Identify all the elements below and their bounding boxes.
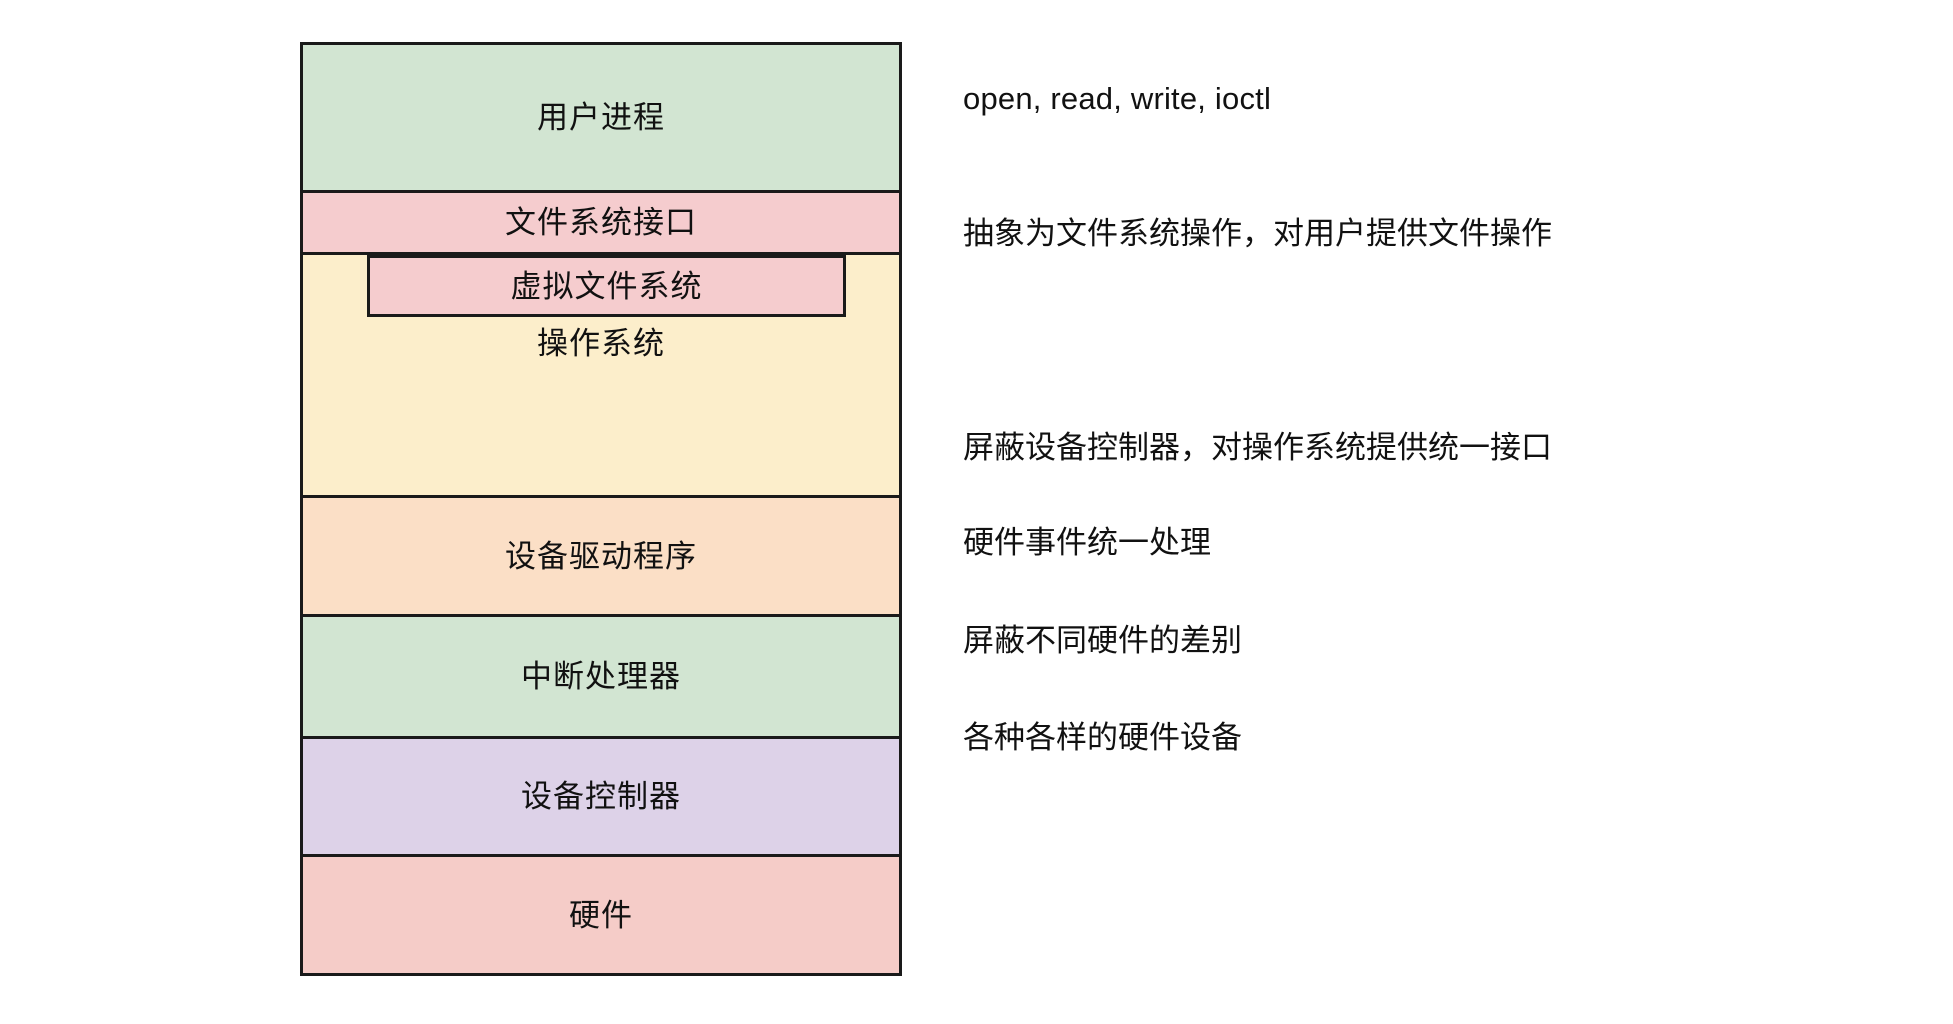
layer-operating-system[interactable]: 虚拟文件系统 操作系统 <box>300 252 902 538</box>
layer-operating-system-label: 操作系统 <box>537 325 665 361</box>
annotation-column: open, read, write, ioctl 抽象为文件系统操作，对用户提供… <box>963 0 1943 1024</box>
layer-interrupt-handler-label: 中断处理器 <box>521 659 681 694</box>
layer-interrupt-handler[interactable]: 中断处理器 <box>300 614 902 739</box>
layer-virtual-file-system[interactable]: 虚拟文件系统 <box>367 255 846 317</box>
annotation-virtual-file-system: 抽象为文件系统操作，对用户提供文件操作 <box>963 216 1552 252</box>
layer-file-system-interface[interactable]: 文件系统接口 <box>300 190 902 255</box>
layer-operating-system-label-wrap: 操作系统 <box>303 317 899 369</box>
annotation-device-driver: 屏蔽设备控制器，对操作系统提供统一接口 <box>963 430 1552 466</box>
layer-user-process-label: 用户进程 <box>537 100 665 135</box>
annotation-interrupt-handler: 硬件事件统一处理 <box>963 525 1211 561</box>
layer-hardware-label: 硬件 <box>569 897 633 933</box>
layer-device-controller[interactable]: 设备控制器 <box>300 736 902 857</box>
layer-user-process[interactable]: 用户进程 <box>300 42 902 193</box>
layer-device-driver-label: 设备驱动程序 <box>505 538 697 574</box>
layer-file-system-interface-label: 文件系统接口 <box>505 205 697 240</box>
layer-device-driver[interactable]: 设备驱动程序 <box>300 495 902 617</box>
annotation-device-controller: 屏蔽不同硬件的差别 <box>963 623 1242 659</box>
layer-stack: 用户进程 文件系统接口 虚拟文件系统 操作系统 设备驱动程序 中断处理器 设备控… <box>300 42 902 976</box>
layer-device-controller-label: 设备控制器 <box>521 779 681 814</box>
layer-hardware[interactable]: 硬件 <box>300 854 902 976</box>
layer-virtual-file-system-label: 虚拟文件系统 <box>510 268 703 304</box>
annotation-hardware: 各种各样的硬件设备 <box>963 720 1242 756</box>
annotation-user-process: open, read, write, ioctl <box>963 81 1272 117</box>
